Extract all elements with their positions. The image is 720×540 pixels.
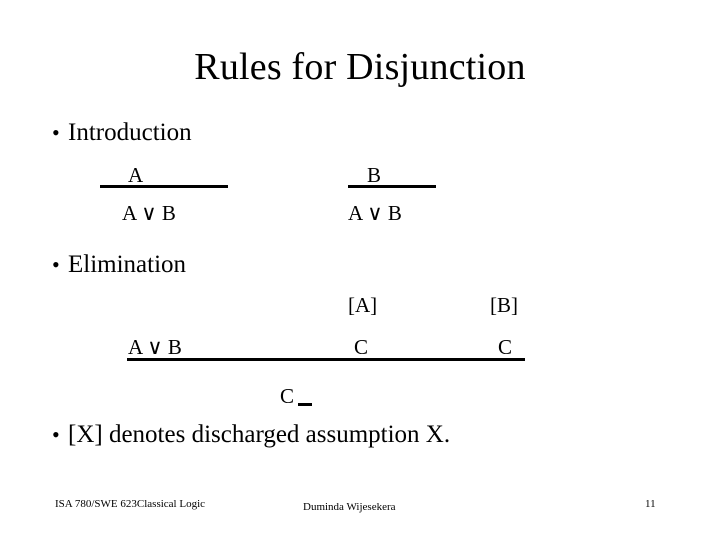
elim-rule-minor-premise-a: C <box>354 335 369 359</box>
intro-rule-2-premise: B <box>367 163 382 187</box>
page-title: Rules for Disjunction <box>194 46 526 88</box>
bullet-label-elimination: Elimination <box>68 251 187 278</box>
footer-author-label: Duminda Wijesekera <box>303 501 396 513</box>
elim-rule-assumption-b: [B] <box>490 293 518 317</box>
elim-rule-conclusion-tick <box>298 403 312 406</box>
intro-rule-1-premise: A <box>128 163 144 187</box>
intro-rule-2-conclusion: A ∨ B <box>348 201 402 225</box>
bullet-dot-icon: • <box>52 120 60 145</box>
bullet-dot-icon: • <box>52 252 60 277</box>
elim-rule-assumption-a: [A] <box>348 293 378 317</box>
bullet-dot-icon: • <box>52 422 60 447</box>
intro-rule-1-conclusion: A ∨ B <box>122 201 176 225</box>
footer-course-label: ISA 780/SWE 623Classical Logic <box>55 498 206 510</box>
intro-rule-2-inference-line <box>348 185 436 188</box>
elim-rule-inference-line <box>127 358 525 361</box>
bullet-label-note: [X] denotes discharged assumption X. <box>68 421 451 448</box>
elim-rule-conclusion: C <box>280 384 295 408</box>
bullet-item-introduction: • Introduction <box>52 120 192 145</box>
intro-rule-1-inference-line <box>100 185 228 188</box>
elim-rule-major-premise: A ∨ B <box>128 335 182 359</box>
bullet-item-elimination: • Elimination <box>52 252 186 277</box>
bullet-item-note: • [X] denotes discharged assumption X. <box>52 422 450 447</box>
bullet-label-introduction: Introduction <box>68 119 192 146</box>
elim-rule-minor-premise-b: C <box>498 335 513 359</box>
footer-page-number: 11 <box>645 498 656 510</box>
